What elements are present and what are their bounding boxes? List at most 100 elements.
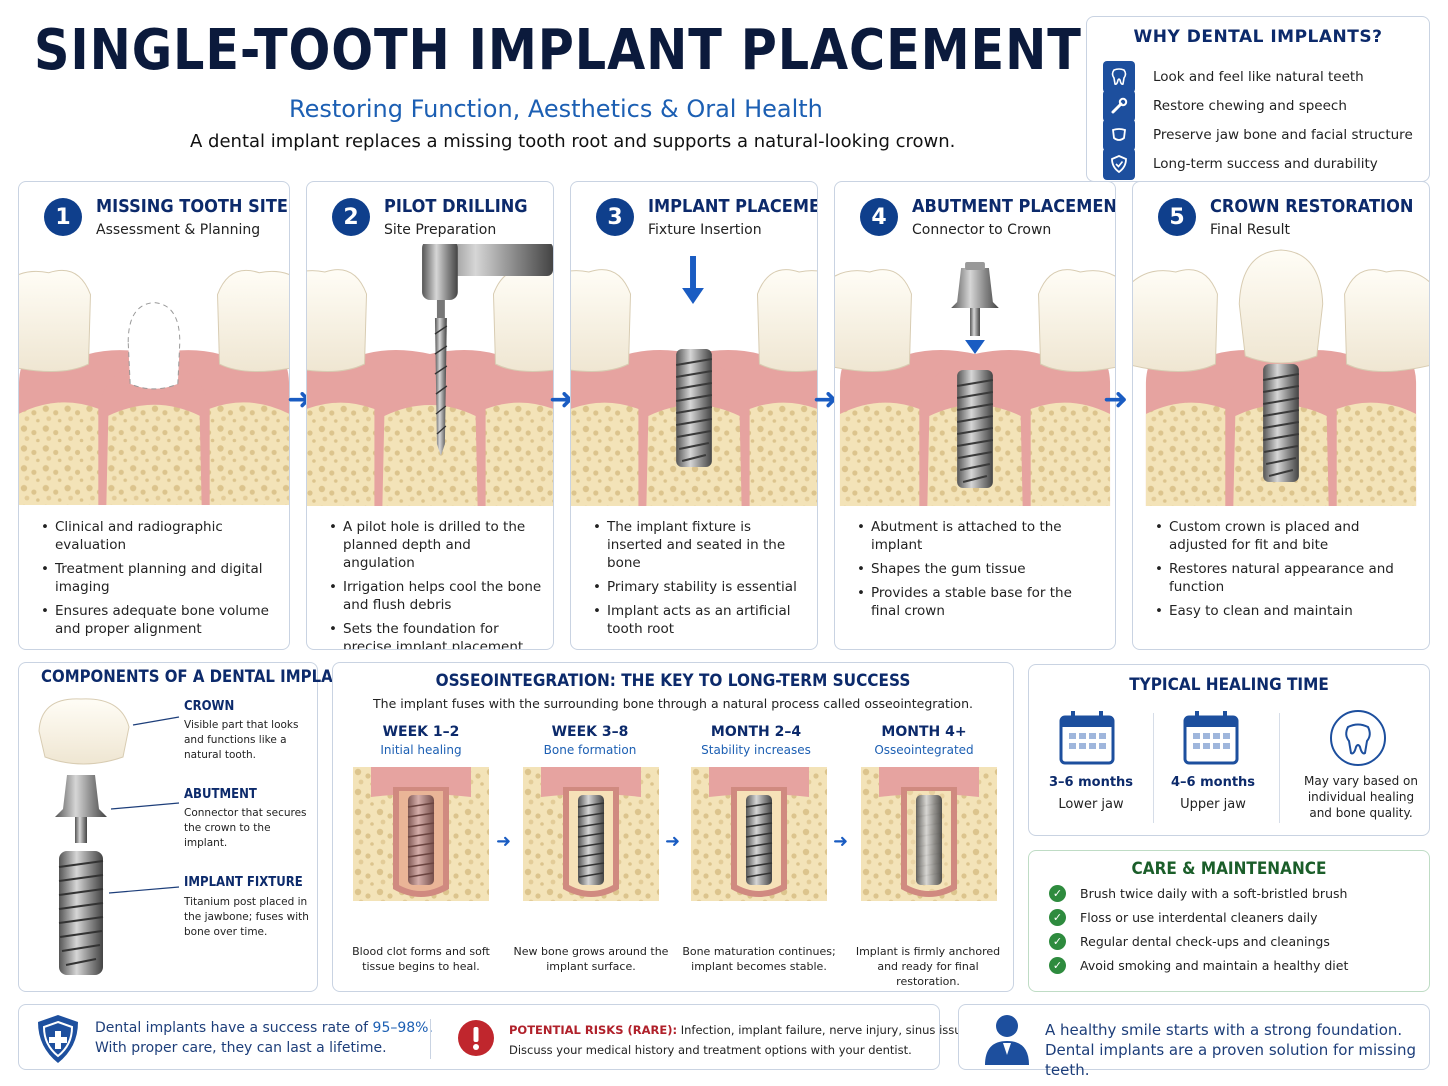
success-rate-text: Dental implants have a success rate of 9…: [95, 1018, 433, 1058]
success-rate-prefix: Dental implants have a success rate of: [95, 1020, 373, 1036]
page-subtitle: Restoring Function, Aesthetics & Oral He…: [289, 95, 823, 123]
phase-caption: Blood clot forms and soft tissue begins …: [352, 945, 490, 973]
step-card-3: 3 IMPLANT PLACEMENT Fixture Insertion Th…: [570, 181, 818, 650]
phase-illustration: [523, 767, 659, 901]
step-bullet: Shapes the gum tissue: [857, 560, 1105, 578]
page-title: SINGLE-TOOTH IMPLANT PLACEMENT: [34, 18, 1082, 83]
shield-icon: [38, 1015, 78, 1063]
step-card-5: 5 CROWN RESTORATION Final Result Custom …: [1132, 181, 1430, 650]
step-title: IMPLANT PLACEMENT: [648, 196, 817, 217]
success-rate-line2: With proper care, they can last a lifeti…: [95, 1040, 387, 1056]
tooth-icon: [1103, 61, 1135, 93]
step-bullet: The implant fixture is inserted and seat…: [593, 518, 807, 572]
step-bullet: Clinical and radiographic evaluation: [41, 518, 279, 554]
tooth-icon: [1330, 710, 1386, 766]
phase-arrow-icon: ➜: [665, 831, 681, 852]
component-crown-desc: Visible part that looks and functions li…: [184, 719, 299, 761]
phase-label: Stability increases: [701, 743, 811, 757]
step-bullet: Restores natural appearance and function: [1155, 560, 1419, 596]
component-abutment-desc: Connector that secures the crown to the …: [184, 807, 307, 849]
care-title: CARE & MAINTENANCE: [1131, 859, 1327, 879]
shield-icon: [1103, 148, 1135, 180]
step-bullet: Primary stability is essential: [593, 578, 807, 596]
footer-tagline-bar: A healthy smile starts with a strong fou…: [958, 1004, 1430, 1079]
step-title: PILOT DRILLING: [384, 196, 528, 217]
step-number: 5: [1158, 198, 1196, 236]
step-subtitle: Fixture Insertion: [648, 222, 762, 238]
crown-icon: [38, 698, 130, 765]
phase-label: Osseointegrated: [874, 743, 974, 757]
step-subtitle: Connector to Crown: [912, 222, 1052, 238]
care-item: ✓ Brush twice daily with a soft-bristled …: [1049, 885, 1347, 902]
care-item-text: Brush twice daily with a soft-bristled b…: [1080, 886, 1348, 901]
phase-label: Bone formation: [543, 743, 637, 757]
check-icon: ✓: [1049, 885, 1066, 902]
phase-caption: New bone grows around the implant surfac…: [513, 945, 669, 973]
care-item: ✓Avoid smoking and maintain a healthy di…: [1049, 957, 1348, 974]
component-crown-label: CROWN: [184, 699, 235, 714]
step-card-4: 4 ABUTMENT PLACEMENT Connector to Crown …: [834, 181, 1116, 650]
healing-lower-value: 3–6 months: [1048, 775, 1134, 790]
missing-tooth-illustration: [19, 244, 289, 506]
healing-title: TYPICAL HEALING TIME: [1129, 675, 1329, 695]
phase-illustration: [353, 767, 489, 901]
phase-time: MONTH 4+: [881, 724, 967, 740]
implant-placement-illustration: [571, 244, 817, 506]
crown-restoration-illustration: [1133, 244, 1429, 506]
tagline-line2: Dental implants are a proven solution fo…: [1045, 1041, 1416, 1079]
care-item: ✓Regular dental check-ups and cleanings: [1049, 933, 1330, 950]
phase-caption: Implant is firmly anchored and ready for…: [855, 945, 1001, 988]
step-number: 1: [44, 198, 82, 236]
step-bullet: Irrigation helps cool the bone and flush…: [329, 578, 543, 614]
step-subtitle: Site Preparation: [384, 222, 497, 238]
why-implants-panel: WHY DENTAL IMPLANTS? Look and feel like …: [1086, 16, 1430, 182]
footer-info-bar: Dental implants have a success rate of 9…: [18, 1004, 978, 1070]
step-arrow-icon: ➜: [1103, 382, 1129, 417]
check-icon: ✓: [1049, 933, 1066, 950]
risk-label: POTENTIAL RISKS (RARE):: [509, 1023, 678, 1037]
care-item-text: Floss or use interdental cleaners daily: [1080, 910, 1318, 925]
healing-upper-label: Upper jaw: [1180, 797, 1246, 812]
footer-divider: [430, 1019, 431, 1059]
phase-illustration: [691, 767, 827, 901]
step-subtitle: Assessment & Planning: [96, 222, 261, 238]
step-card-1: 1 MISSING TOOTH SITE Assessment & Planni…: [18, 181, 290, 650]
osseointegration-desc: The implant fuses with the surrounding b…: [373, 696, 973, 711]
phase-time: WEEK 3–8: [551, 724, 629, 740]
healing-upper-value: 4–6 months: [1170, 775, 1256, 790]
why-item-text: Restore chewing and speech: [1153, 98, 1347, 114]
why-item-text: Long-term success and durability: [1153, 156, 1378, 172]
step-title: CROWN RESTORATION: [1210, 196, 1414, 217]
phase-caption: Bone maturation continues; implant becom…: [682, 945, 836, 973]
phase-arrow-icon: ➜: [833, 831, 849, 852]
care-item-text: Avoid smoking and maintain a healthy die…: [1080, 958, 1349, 973]
healing-time-panel: TYPICAL HEALING TIME 3–6 months Lower ja…: [1028, 664, 1430, 836]
step-title: ABUTMENT PLACEMENT: [912, 196, 1116, 217]
step-subtitle: Final Result: [1210, 222, 1290, 238]
care-item: ✓Floss or use interdental cleaners daily: [1049, 909, 1318, 926]
pilot-drilling-illustration: [307, 244, 553, 506]
osseointegration-panel: OSSEOINTEGRATION: THE KEY TO LONG-TERM S…: [332, 662, 1014, 992]
step-bullet: Ensures adequate bone volume and proper …: [41, 602, 279, 638]
phase-arrow-icon: ➜: [496, 831, 512, 852]
why-item-text: Preserve jaw bone and facial structure: [1153, 127, 1413, 143]
step-number: 2: [332, 198, 370, 236]
risk-list: Infection, implant failure, nerve injury…: [680, 1023, 979, 1037]
phase-label: Initial healing: [380, 743, 462, 757]
step-bullet: Provides a stable base for the final cro…: [857, 584, 1105, 620]
component-fixture-desc: Titanium post placed in the jawbone; fus…: [184, 896, 309, 938]
phase-time: MONTH 2–4: [710, 724, 802, 740]
step-bullet: Implant acts as an artificial tooth root: [593, 602, 807, 638]
step-arrow-icon: ➜: [813, 382, 839, 417]
warning-icon: [458, 1020, 494, 1056]
step-card-2: 2 PILOT DRILLING Site Preparation A pilo…: [306, 181, 554, 650]
step-number: 3: [596, 198, 634, 236]
components-panel: COMPONENTS OF A DENTAL IMPLANT CROWN Vis…: [18, 662, 355, 992]
healing-lower-label: Lower jaw: [1058, 797, 1124, 812]
risk-text: POTENTIAL RISKS (RARE): Infection, impla…: [509, 1023, 978, 1037]
tagline-line1: A healthy smile starts with a strong fou…: [1045, 1021, 1403, 1039]
phase-time: WEEK 1–2: [382, 724, 460, 740]
step-bullet: Sets the foundation for precise implant …: [329, 620, 543, 649]
